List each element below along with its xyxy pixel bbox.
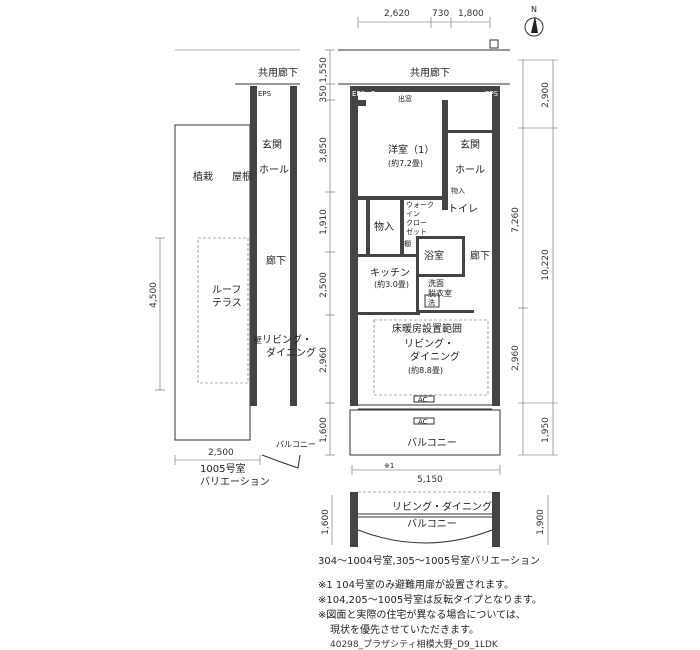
- dim-bottom-2: 2,500: [208, 448, 234, 458]
- dim-left-2: 350: [319, 85, 329, 102]
- floor-heating-area: [373, 319, 489, 396]
- floor-heating-label: 床暖房設置範囲: [392, 322, 462, 335]
- main-unit: 共用廊下 EPS B 出窓 EPS 洋室（1） (約7.2畳) 玄関 ホール 物…: [338, 39, 510, 470]
- unit-1005: 共用廊下 EPS 玄関 ホール 植栽 屋根 ルーフ テラス 廊下 壁 リビング・…: [174, 49, 316, 488]
- eps-label-left-unit: EPS: [258, 90, 272, 98]
- dim-left-9: 1,600: [321, 509, 331, 535]
- bottom-dimensions: 5,150 2,500: [174, 448, 501, 485]
- room-hall-left: ホール: [259, 164, 289, 176]
- dim-left-3: 3,850: [319, 137, 329, 163]
- dim-left-4: 1,910: [319, 209, 329, 235]
- dim-left-6: 2,960: [319, 347, 329, 373]
- balcony-label: バルコニー: [407, 437, 457, 449]
- living-area: (約8.8畳): [408, 365, 443, 375]
- ac-label-1: AC: [418, 396, 428, 404]
- variation-caption: 304〜1004号室,305〜1005号室バリエーション: [318, 554, 540, 567]
- variation-balcony-label: バルコニー: [407, 518, 457, 530]
- dim-right-6: 1,900: [536, 509, 546, 535]
- planting-label: 植栽: [193, 170, 213, 183]
- dim-top-1: 2,620: [384, 9, 410, 19]
- living-left-1: リビング・: [262, 333, 312, 346]
- dim-top-3: 1,800: [458, 9, 484, 19]
- wash-line-1: 洗面: [428, 278, 444, 288]
- dim-right-3: 10,220: [541, 249, 551, 281]
- footer-caption: 40298_プラザシティ相模大野_D9_1LDK: [330, 640, 498, 650]
- dim-left-5: 2,500: [319, 272, 329, 298]
- living-line-1: リビング・: [404, 337, 454, 350]
- room-entrance: 玄関: [460, 138, 480, 151]
- dim-bottom-1: 5,150: [417, 475, 443, 485]
- room-shared-corridor-left: 共用廊下: [258, 66, 298, 79]
- dim-left-1: 1,550: [319, 57, 329, 83]
- roof-terrace-line-2: テラス: [212, 297, 242, 309]
- wic-line-4: ゼット: [406, 227, 427, 236]
- living-left-2: ダイニング: [266, 346, 316, 359]
- room-toilet: トイレ: [448, 204, 478, 215]
- right-dimensions: 2,900 7,260 10,220 2,960 1,950 1,900: [511, 59, 558, 545]
- room-western-area: (約7.2畳): [388, 158, 423, 168]
- room-shared-corridor: 共用廊下: [410, 66, 450, 79]
- roof-terrace-line-1: ルーフ: [212, 285, 241, 296]
- wic-line-1: ウォーク: [406, 201, 434, 209]
- room-hallway: 廊下: [470, 249, 490, 262]
- room-storage-small: 物入: [451, 186, 465, 195]
- shoe-box: 棚: [404, 239, 411, 248]
- top-dimensions: 2,620 730 1,800: [357, 9, 491, 28]
- room-western: 洋室（1）: [388, 143, 434, 156]
- balcony-left: バルコニー: [276, 440, 316, 449]
- note-1: ※1 104号室のみ避難用扉が設置されます。: [318, 580, 515, 591]
- room-hall: ホール: [455, 164, 485, 176]
- variation-1005-line-2: バリエーション: [200, 476, 270, 488]
- ac-label-2: AC: [418, 418, 428, 426]
- dim-right-4: 2,960: [511, 345, 521, 371]
- room-kitchen: キッチン: [370, 267, 410, 279]
- eps-label-right: EPS: [485, 90, 499, 98]
- eps-label-left: EPS: [352, 90, 366, 98]
- variation-balcony: リビング・ダイニング バルコニー 304〜1004号室,305〜1005号室バリ…: [318, 491, 540, 567]
- dim-right-2: 7,260: [511, 207, 521, 233]
- exit-label: 出窓: [398, 94, 412, 103]
- room-hallway-left: 廊下: [266, 254, 286, 267]
- washer-label: 洗: [428, 298, 435, 307]
- variation-living: リビング・ダイニング: [392, 500, 492, 513]
- notes: ※1 104号室のみ避難用扉が設置されます。 ※104,205〜1005号室は反…: [318, 578, 542, 638]
- wic-line-3: クロー: [406, 219, 427, 227]
- dim-right-5: 1,950: [541, 417, 551, 443]
- note-2: ※104,205〜1005号室は反転タイプとなります。: [318, 595, 542, 606]
- left-dimensions: 1,550 350 3,850 1,910 2,500 2,960 1,600 …: [149, 49, 335, 545]
- note-4: 現状を優先させていただきます。: [330, 625, 479, 636]
- note-3: ※図面と実際の住宅が異なる場合については、: [318, 610, 526, 621]
- room-bath: 浴室: [424, 249, 444, 262]
- wash-line-2: 脱衣室: [428, 288, 452, 298]
- variation-1005-line-1: 1005号室: [200, 462, 245, 475]
- eaves-label: 屋根: [232, 170, 252, 183]
- b-label: B: [371, 90, 376, 98]
- dim-left-7: 1,600: [319, 417, 329, 443]
- note-mark: ※1: [384, 462, 394, 470]
- living-line-2: ダイニング: [410, 350, 460, 363]
- north-arrow-icon: N: [524, 5, 544, 37]
- dim-right-1: 2,900: [541, 82, 551, 108]
- north-label: N: [531, 5, 537, 14]
- room-entrance-left: 玄関: [262, 138, 282, 151]
- room-storage: 物入: [374, 220, 394, 233]
- wic-line-2: イン: [406, 210, 420, 218]
- dim-top-2: 730: [432, 9, 449, 19]
- dim-left-8: 4,500: [149, 282, 159, 308]
- room-kitchen-area: (約3.0畳): [374, 279, 409, 289]
- bulkhead-label: 壁: [254, 335, 262, 345]
